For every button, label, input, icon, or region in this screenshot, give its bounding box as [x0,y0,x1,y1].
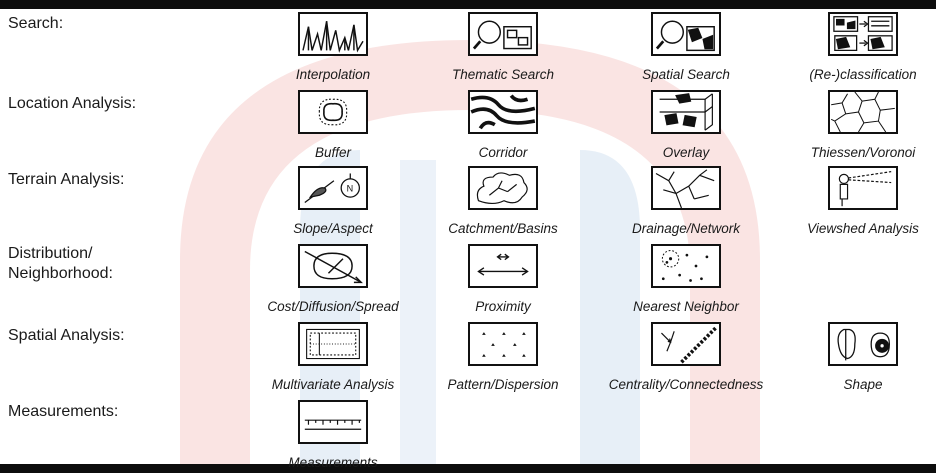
buffer-icon [298,90,368,134]
operation-label: Measurements [288,455,378,470]
proximity-icon [468,244,538,288]
interpolation-icon [298,12,368,56]
operation-label: Slope/Aspect [293,221,373,236]
top-frame-bar [0,0,936,9]
operation-label: Cost/Diffusion/Spread [267,299,399,314]
category-measurements: Measurements: [8,403,119,420]
spatial-search-icon [651,12,721,56]
overlay-icon [651,90,721,134]
measurements-icon [298,400,368,444]
category-spatial-analysis: Spatial Analysis: [8,327,125,344]
category-distribution-neighborhood: Distribution/ Neighborhood: [8,245,113,282]
operation-label: Thematic Search [451,67,555,82]
operation-label: Spatial Search [642,67,730,82]
thematic-search-icon [468,12,538,56]
operation-label: Centrality/Connectedness [608,377,764,392]
operation-label: Proximity [475,299,531,314]
operation-label: Viewshed Analysis [807,221,919,236]
bottom-frame-bar [0,464,936,473]
slope-aspect-icon: N [298,166,368,210]
thiessen-voronoi-icon [828,90,898,134]
cost-diffusion-icon [298,244,368,288]
drainage-network-icon [651,166,721,210]
operation-label: Nearest Neighbor [633,299,739,314]
centrality-connectedness-icon [651,322,721,366]
operation-label: Thiessen/Voronoi [810,145,916,160]
pattern-dispersion-icon [468,322,538,366]
operation-label: (Re-)classification [809,67,917,82]
category-search: Search: [8,15,64,32]
operation-label: Buffer [314,145,352,160]
category-location-analysis: Location Analysis: [8,95,137,112]
operation-label: Drainage/Network [631,221,741,236]
nearest-neighbor-icon [651,244,721,288]
operation-label: Corridor [478,145,528,160]
category-terrain-analysis: Terrain Analysis: [8,171,125,188]
svg-text:N: N [347,184,354,194]
viewshed-icon [828,166,898,210]
operation-label: Catchment/Basins [448,221,558,236]
operation-label: Shape [843,377,883,392]
operation-label: Multivariate Analysis [271,377,395,392]
catchment-basins-icon [468,166,538,210]
operation-label: Interpolation [295,67,371,82]
reclassification-icon [828,12,898,56]
multivariate-icon [298,322,368,366]
shape-icon [828,322,898,366]
operation-label: Pattern/Dispersion [447,377,559,392]
operation-label: Overlay [662,145,710,160]
corridor-icon [468,90,538,134]
